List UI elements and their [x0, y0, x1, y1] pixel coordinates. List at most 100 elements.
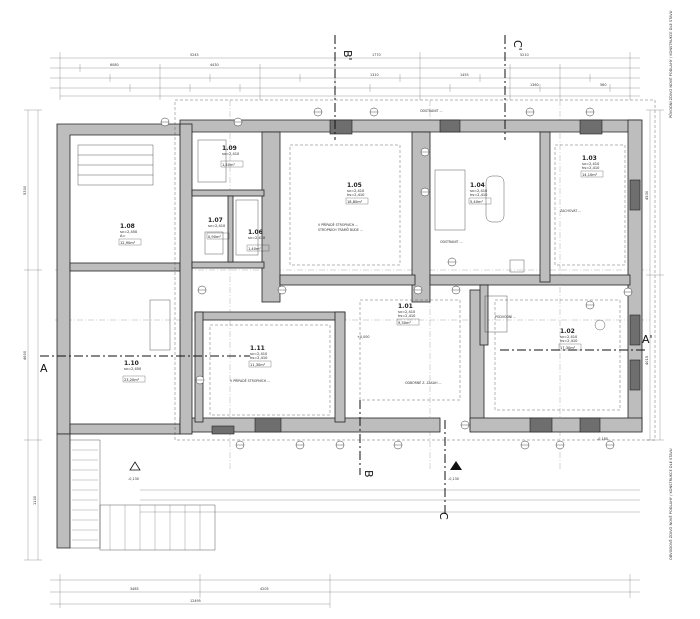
room-clear-height: sv=2,410: [248, 236, 266, 240]
dim-top-2: 1770: [372, 53, 381, 57]
room-line-2: hs=2,410: [398, 314, 416, 318]
section-label-c-top: C': [511, 40, 524, 51]
dim-right-1: 4530: [645, 190, 649, 200]
room-area-box: [206, 232, 230, 240]
room-number: 1.03: [582, 155, 597, 162]
room-line-2: hs=2,410: [250, 356, 268, 360]
north-arrow-left: [129, 461, 141, 471]
wall-left-lower: [56, 433, 71, 549]
room-clear-height: sv=2,410: [398, 310, 416, 314]
room-number: 1.09: [222, 145, 237, 152]
dimension-chains-left: 5300 4600 1100: [23, 109, 42, 561]
room-area-box: [396, 318, 420, 326]
room-area-box: [220, 160, 244, 168]
note-6: ODSTRANIT ...: [420, 109, 443, 113]
room-number: 1.07: [208, 217, 223, 224]
dim-4: 1455: [460, 73, 469, 77]
dim-1: 6080: [110, 63, 119, 67]
room-area: 12,90m²: [120, 241, 136, 245]
room-area: 11,30m²: [250, 363, 266, 367]
note-4: V PŘÍPADĚ STROPNÍCH ...: [230, 378, 270, 383]
note-7: ODSTRANIT ...: [440, 240, 463, 244]
level-marks: -0,130 -0,130 -0,180 +0,000: [128, 335, 608, 481]
note-2: STROPNÍCH TRÁMŮ BUDE ...: [318, 227, 363, 232]
room-number: 1.02: [560, 328, 575, 335]
fixtures: [77, 99, 656, 441]
section-label-a-left: A: [40, 362, 48, 375]
room-area: 0,90m²: [208, 235, 222, 239]
section-label-c-bottom: C: [437, 512, 450, 520]
note-8: ZACHOVAT ...: [560, 209, 581, 213]
dim-left-1: 5300: [23, 185, 27, 195]
room-area: 1,40m²: [248, 247, 262, 251]
dim-5: 1360: [530, 83, 539, 87]
room-clear-height: sv=2,410: [208, 224, 226, 228]
room-line-2: hs=2,410: [560, 339, 578, 343]
room-clear-height: sv=2,450: [120, 230, 138, 234]
level-1: -0,130: [128, 477, 139, 481]
section-label-b-bottom: B: [362, 470, 375, 478]
dim-3: 1310: [370, 73, 379, 77]
dim-top-3: 5210: [520, 53, 529, 57]
dimension-chains-right: 4530 4015 PŮVODNÍ ZDIVO NOVÉ PODLAHY / K…: [645, 10, 673, 560]
room-clear-height: sv=2,410: [582, 162, 600, 166]
dimension-chains-bottom: 3485 4205 12495: [50, 489, 640, 608]
room-number: 1.04: [470, 182, 485, 189]
room-area: 18,80m²: [347, 200, 363, 204]
side-note-right-bottom: OBVODOVÉ ZDIVO NOVÉ PODLAHY / KONSTRUKCE…: [668, 448, 673, 560]
room-area: 9,30m²: [398, 321, 412, 325]
room-area-box: [468, 197, 492, 205]
room-number: 1.06: [248, 229, 263, 236]
dim-left-3: 1100: [33, 495, 37, 505]
markers: [160, 107, 633, 450]
room-number: 1.10: [124, 360, 139, 367]
room-clear-height: sv=2,410: [560, 335, 578, 339]
room-labels: 1.08sv=2,450A=12,90m²1.09sv=2,4101,40m²1…: [118, 145, 604, 383]
dim-2: 4430: [210, 63, 219, 67]
notes: V PŘÍPADĚ STROPNÍCH ... STROPNÍCH TRÁMŮ …: [230, 109, 581, 385]
section-label-a-right: A': [642, 333, 653, 346]
room-clear-height: sv=2,410: [250, 352, 268, 356]
room-area: 1,40m²: [222, 163, 236, 167]
level-4: +0,000: [357, 335, 370, 339]
dim-left-2: 4600: [23, 350, 27, 360]
room-line-2: A=: [120, 234, 125, 238]
section-label-b-top: B': [341, 50, 354, 61]
dim-bottom-1: 3485: [130, 587, 139, 591]
dim-bottom-2: 4205: [260, 587, 269, 591]
dim-6: 560: [600, 83, 606, 87]
terrain-hatch: [70, 439, 216, 551]
room-area-box: [122, 375, 146, 383]
dim-top-1: 5245: [190, 53, 199, 57]
room-clear-height: sv=2,410: [470, 189, 488, 193]
level-3: -0,180: [597, 437, 608, 441]
room-line-2: hs=2,410: [582, 166, 600, 170]
room-area: 5,40m²: [470, 200, 484, 204]
note-1: V PŘÍPADĚ STROPNÍCH ...: [318, 222, 358, 227]
note-3: ODBORNĚ Z. ZÁSAH ...: [405, 380, 442, 385]
room-clear-height: sv=2,410: [347, 189, 365, 193]
room-number: 1.05: [347, 182, 362, 189]
dim-bottom-3: 12495: [190, 599, 201, 603]
entry-arrow: [450, 461, 462, 470]
room-area-box: [580, 170, 604, 178]
room-number: 1.01: [398, 303, 413, 310]
room-line-2: hs=2,410: [470, 193, 488, 197]
dim-right-2: 4015: [645, 356, 649, 365]
room-number: 1.08: [120, 223, 135, 230]
room-clear-height: sv=2,410: [222, 152, 240, 156]
room-area: 14,10m²: [582, 173, 598, 177]
side-note-right-top: PŮVODNÍ ZDIVO NOVÉ PODLAHY / KONSTRUKCE …: [668, 10, 673, 118]
room-area-box: [246, 244, 270, 252]
room-area-box: [345, 197, 369, 205]
dimension-chains-top: 5245 1770 5210 6080 4430 1310 1455 1360 …: [50, 52, 640, 100]
